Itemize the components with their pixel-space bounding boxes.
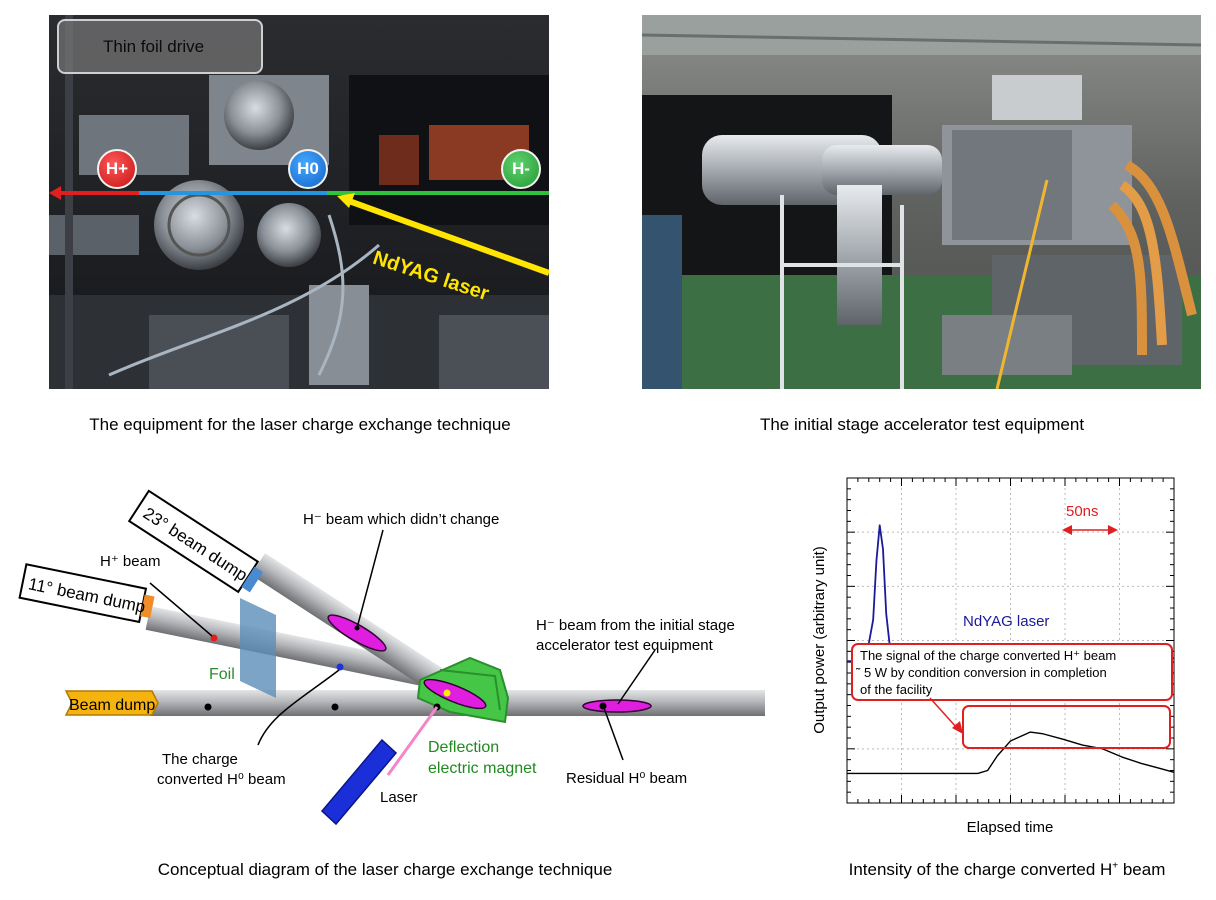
main-beam-dump bbox=[64, 690, 159, 716]
annotation-line-3: of the facility bbox=[860, 682, 933, 697]
charge-converted-label-2: converted H⁰ beam bbox=[157, 771, 286, 788]
ndyag-series-label: NdYAG laser bbox=[963, 613, 1049, 630]
equipment-photo-illustration bbox=[49, 15, 549, 389]
deflection-label-1: Deflection bbox=[428, 739, 499, 756]
x-axis-label: Elapsed time bbox=[967, 819, 1054, 836]
scale-label: 50ns bbox=[1066, 503, 1099, 520]
thin-foil-drive-text: Thin foil drive bbox=[103, 37, 205, 56]
laser-device bbox=[320, 738, 398, 826]
converted-bunch bbox=[423, 678, 487, 710]
thin-foil-drive-label: Thin foil drive bbox=[57, 19, 263, 74]
eleven-degree-beam-dump bbox=[18, 563, 148, 624]
initial-stage-accelerator-photo bbox=[642, 15, 1201, 389]
laser-arrowhead bbox=[337, 193, 355, 208]
hminus-from-label-1: H⁻ beam from the initial stage bbox=[536, 617, 735, 634]
beam-lines-overlay bbox=[49, 186, 549, 276]
accelerator-photo-illustration bbox=[642, 15, 1201, 389]
residual-label: Residual H⁰ beam bbox=[566, 770, 687, 787]
photo2-caption: The initial stage accelerator test equip… bbox=[759, 415, 1085, 434]
hminus-ion-badge: H- bbox=[501, 149, 541, 189]
hplus-dot bbox=[210, 634, 218, 642]
eleven-degree-pipe bbox=[145, 606, 435, 688]
beam-dump-label: Beam dump bbox=[69, 697, 155, 714]
chart-caption: Intensity of the charge converted H+ bea… bbox=[848, 860, 1166, 879]
hplus-arrowhead bbox=[49, 186, 61, 200]
laser-label: Laser bbox=[380, 789, 418, 806]
hminus-unchanged-label: H⁻ beam which didn’t change bbox=[303, 511, 499, 528]
annotation-line-1: The signal of the charge converted H⁺ be… bbox=[860, 648, 1116, 663]
h0-dot bbox=[336, 663, 344, 671]
incoming-hminus-bunch bbox=[582, 699, 652, 713]
photo1-caption: The equipment for the laser charge excha… bbox=[89, 415, 511, 434]
y-axis-label: Output power (arbitrary unit) bbox=[811, 546, 828, 734]
foil-plate bbox=[240, 598, 276, 698]
hminus-unchanged-bunch bbox=[327, 614, 387, 652]
annotation-box bbox=[851, 643, 1173, 701]
deflection-label-2: electric magnet bbox=[428, 760, 537, 777]
laser-beam bbox=[386, 706, 439, 776]
annotation-line-2: ˜ 5 W by condition conversion in complet… bbox=[855, 665, 1107, 680]
signal-highlight-box bbox=[962, 705, 1171, 749]
conceptual-diagram: 23° beam dump 11° beam dump Beam dump H⁻… bbox=[18, 489, 765, 826]
hminus-from-label-2: accelerator test equipment bbox=[536, 637, 714, 654]
hplus-signal-series-line bbox=[847, 731, 1175, 775]
output-power-chart: 50ns The signal of the charge converted … bbox=[811, 477, 1175, 836]
hplus-beam-label: H⁺ beam bbox=[100, 553, 160, 570]
foil-label: Foil bbox=[209, 666, 235, 683]
dump23-label: 23° beam dump bbox=[140, 504, 251, 585]
laser-charge-exchange-photo: Thin foil drive H+ H0 H- NdYAG laser bbox=[49, 15, 549, 389]
hplus-ion-badge: H+ bbox=[97, 149, 137, 189]
diagram-caption: Conceptual diagram of the laser charge e… bbox=[157, 860, 613, 879]
h0-atom-badge: H0 bbox=[288, 149, 328, 189]
charge-converted-label-1: The charge bbox=[162, 751, 238, 768]
interaction-point bbox=[443, 689, 451, 697]
laser-beam-line bbox=[347, 198, 549, 276]
